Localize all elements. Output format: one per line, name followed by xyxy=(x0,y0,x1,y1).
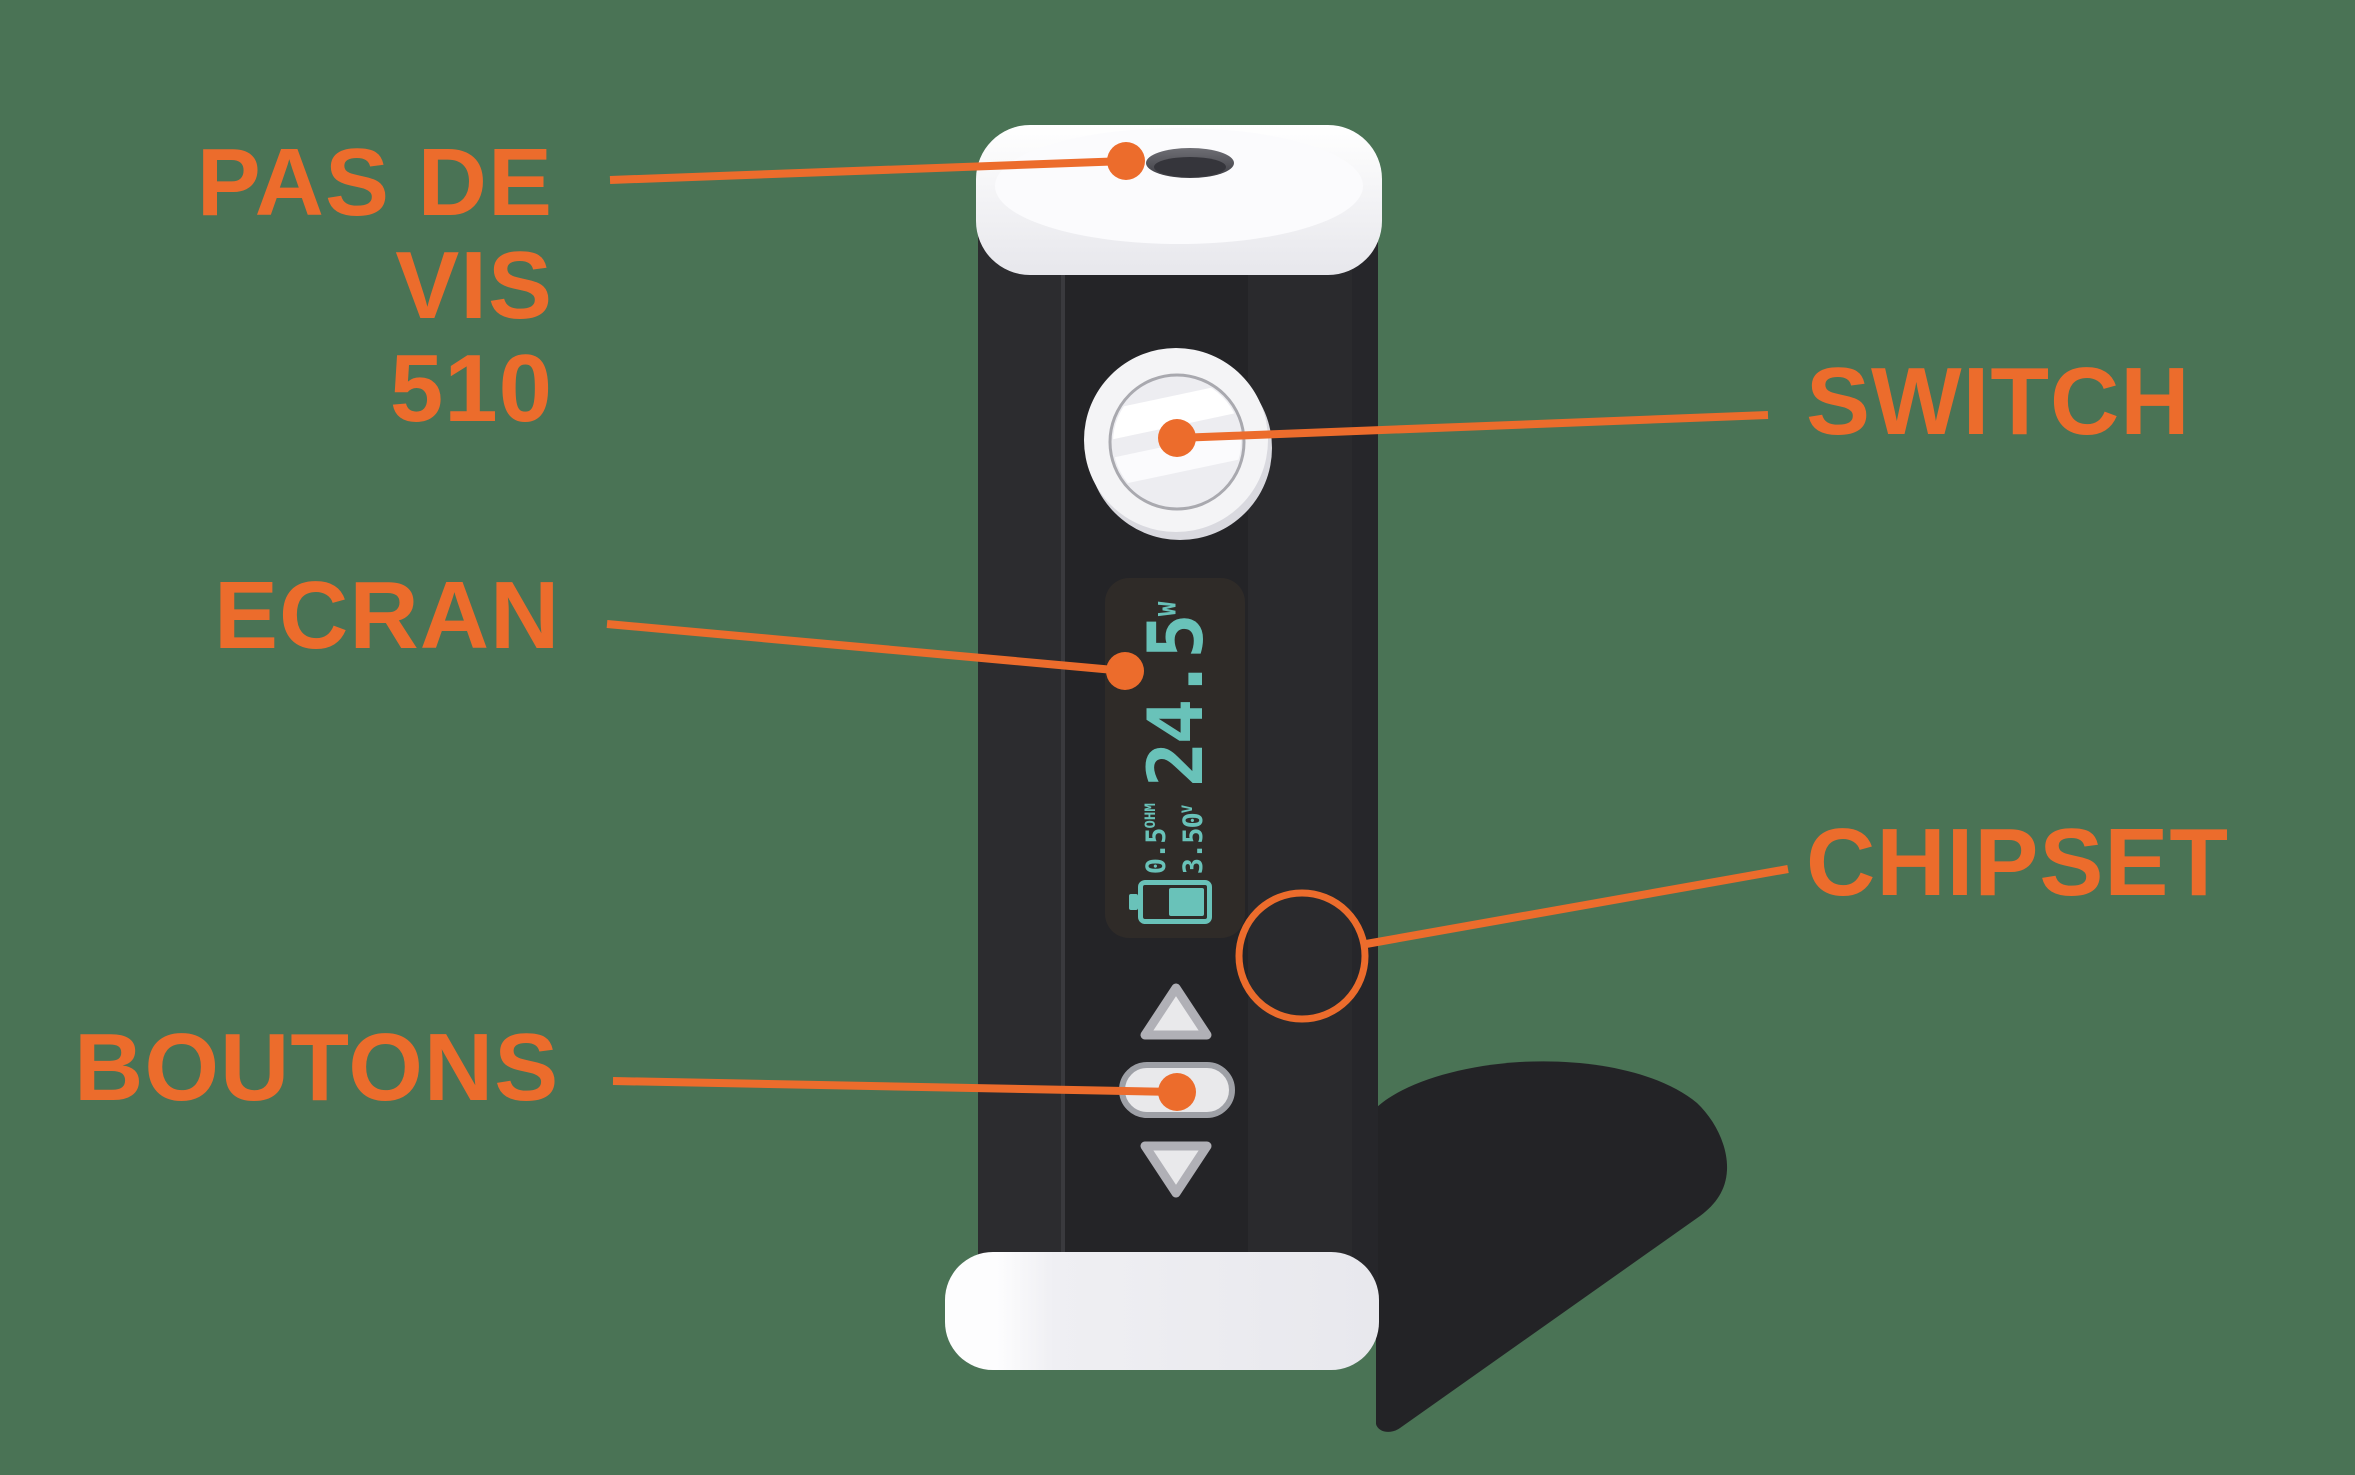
connector-line-chipset xyxy=(1365,865,1789,948)
label-pas-de-vis: PAS DE VIS 510 xyxy=(25,131,553,440)
device-shadow xyxy=(1376,1061,1728,1432)
battery-icon xyxy=(1138,880,1212,924)
down-arrow-button xyxy=(1140,1141,1212,1198)
connector-dot-boutons xyxy=(1158,1073,1196,1111)
adjustment-buttons xyxy=(1119,983,1235,1198)
label-boutons: BOUTONS xyxy=(74,1014,560,1121)
connector-line-pas-de-vis xyxy=(609,157,1127,184)
label-pas-de-vis-line1: PAS DE VIS xyxy=(196,129,553,339)
connector-line-switch xyxy=(1176,411,1769,442)
top-cap-510 xyxy=(976,125,1382,275)
switch-button xyxy=(1084,348,1272,540)
connector-line-boutons xyxy=(612,1077,1178,1096)
chipset-circle xyxy=(1235,889,1369,1023)
connector-line-ecran xyxy=(606,620,1126,675)
label-pas-de-vis-line2: 510 xyxy=(389,335,553,442)
connector-dot-switch xyxy=(1158,419,1196,457)
connector-dot-ecran xyxy=(1106,652,1144,690)
battery-fill xyxy=(1168,888,1204,916)
up-arrow-button xyxy=(1140,983,1212,1040)
bottom-cap xyxy=(945,1252,1379,1370)
label-ecran: ECRAN xyxy=(214,562,561,669)
label-chipset: CHIPSET xyxy=(1806,809,2230,916)
connector-dot-pas-de-vis xyxy=(1107,142,1145,180)
screen-content: 0.5OHM 3.50V 24.5W xyxy=(1105,578,1245,938)
label-switch: SWITCH xyxy=(1806,348,2191,455)
